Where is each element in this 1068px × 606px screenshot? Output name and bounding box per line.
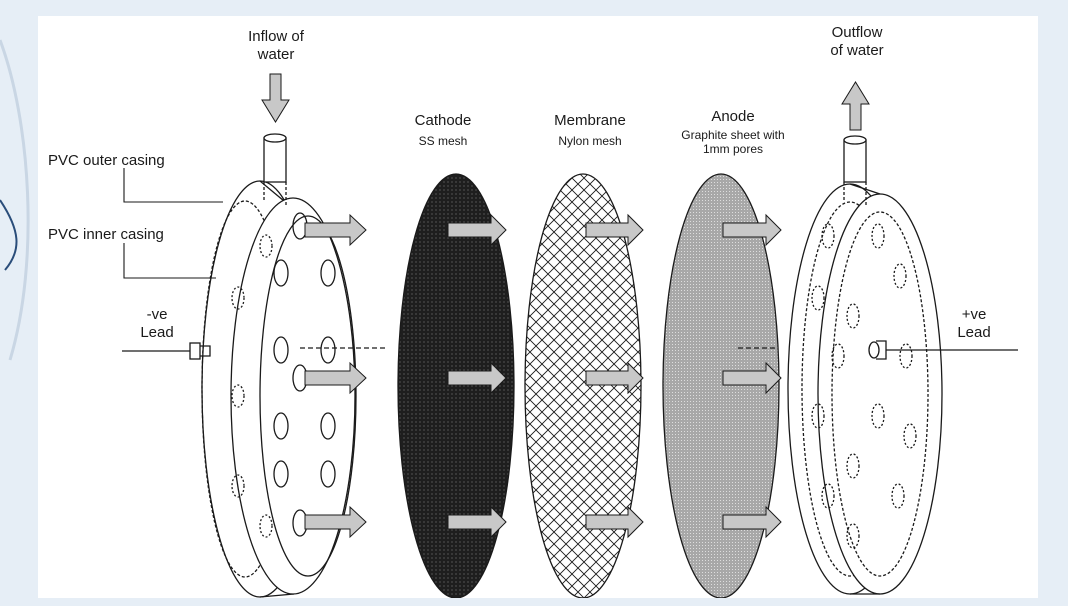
leader-lines xyxy=(124,168,223,278)
pvc-outer-casing-label: PVC outer casing xyxy=(48,152,165,170)
filter-cell-diagram xyxy=(38,16,1038,598)
anode-title: Anode xyxy=(678,108,788,126)
outflow-label: Outflow of water xyxy=(812,24,902,60)
anode-subtitle: Graphite sheet with 1mm pores xyxy=(662,128,804,157)
inflow-label: Inflow of water xyxy=(236,28,316,64)
anode-disc xyxy=(663,174,779,598)
pvc-inner-casing-label: PVC inner casing xyxy=(48,226,164,244)
membrane-title: Membrane xyxy=(540,112,640,130)
right-pvc-casing xyxy=(788,136,1018,594)
positive-lead-label: +ve Lead xyxy=(944,306,1004,342)
cathode-subtitle: SS mesh xyxy=(398,134,488,148)
membrane-subtitle: Nylon mesh xyxy=(540,134,640,148)
negative-lead-label: -ve Lead xyxy=(130,306,184,342)
cathode-title: Cathode xyxy=(398,112,488,130)
diagram-panel: Inflow of water Outflow of water Cathode… xyxy=(38,16,1038,598)
